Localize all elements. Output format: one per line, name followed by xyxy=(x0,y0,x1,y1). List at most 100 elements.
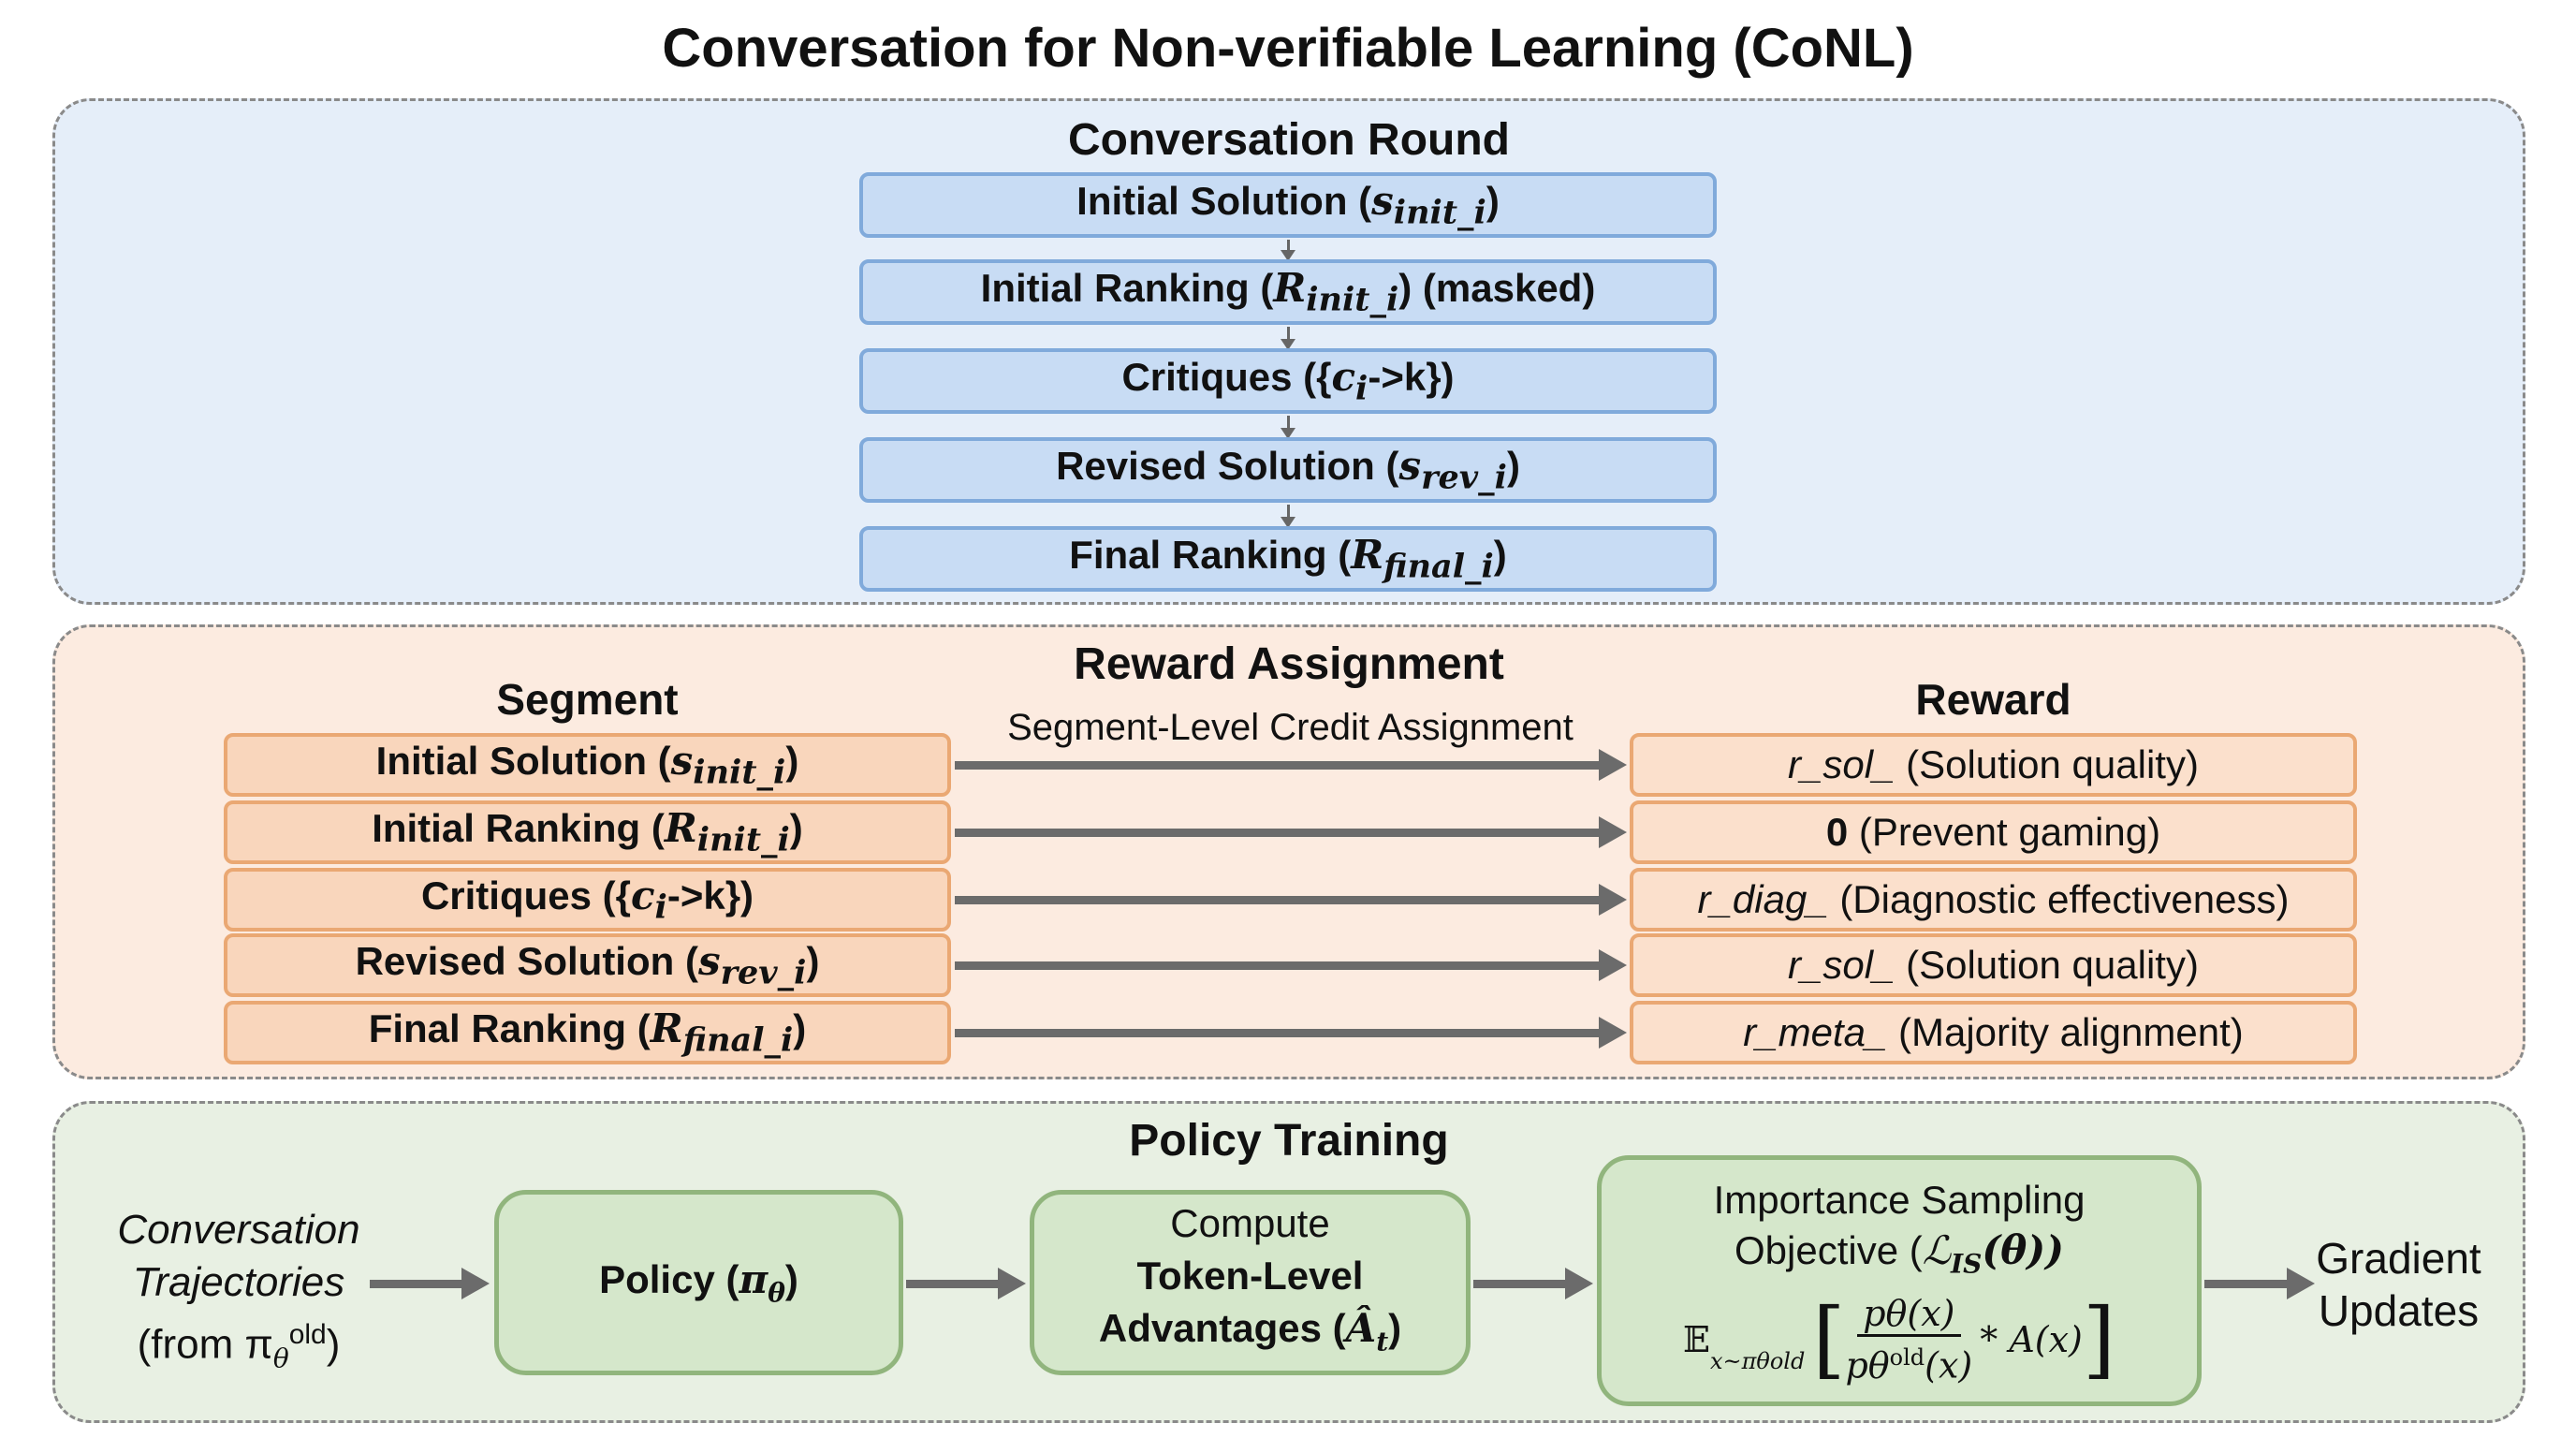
policy-box: Policy (πθ) xyxy=(494,1190,903,1375)
credit-arrow xyxy=(955,1017,1627,1049)
step-arrow xyxy=(1281,416,1295,439)
ratio-denominator: pθold(x) xyxy=(1845,1337,1972,1387)
input-sub: θ xyxy=(272,1343,289,1374)
output-line-2: Updates xyxy=(2318,1286,2480,1335)
diagram-title: Conversation for Non-verifiable Learning… xyxy=(662,18,1914,79)
reward-box: 0 (Prevent gaming) xyxy=(1630,800,2357,864)
reward-key: r_sol_ xyxy=(1788,943,1895,987)
label-text: Critiques ({ xyxy=(420,873,631,918)
math-subscript: init_i xyxy=(693,753,786,792)
math-subscript: rev_i xyxy=(720,953,807,992)
expectation-sub: x~πθold xyxy=(1709,1348,1806,1375)
policy-training-heading: Policy Training xyxy=(1129,1116,1449,1166)
compute-line-3-text: Advantages ( xyxy=(1098,1305,1346,1350)
math-subscript: final_i xyxy=(1383,547,1494,586)
arrow-to-policy xyxy=(370,1268,490,1299)
math-symbol: R xyxy=(1273,265,1307,312)
compute-advantages-box: Compute Token-Level Advantages (Ât) xyxy=(1030,1190,1471,1375)
advantage-symbol: Â xyxy=(1345,1304,1377,1351)
conversation-step: Initial Solution (sinit_i) xyxy=(859,172,1717,238)
arrow-to-compute xyxy=(906,1268,1026,1299)
reward-key: r_meta_ xyxy=(1743,1010,1888,1054)
math-symbol: c xyxy=(630,873,655,919)
label-suffix: ) xyxy=(1506,444,1520,489)
segment-box: Initial Ranking (Rinit_i) xyxy=(224,800,951,864)
math-subscript: i xyxy=(654,888,667,927)
math-subscript: rev_i xyxy=(1421,458,1507,497)
input-sup: old xyxy=(288,1319,327,1350)
label-suffix: ) xyxy=(793,1006,807,1051)
conversation-step: Revised Solution (srev_i) xyxy=(859,437,1717,503)
math-symbol: s xyxy=(1371,178,1394,225)
advantage-term: * A(x) xyxy=(1980,1319,2083,1361)
policy-sub: θ xyxy=(768,1277,785,1309)
label-suffix: ) xyxy=(1493,533,1507,578)
compute-line-3: Advantages (Ât) xyxy=(1098,1304,1402,1357)
label-suffix: ) xyxy=(1486,179,1500,224)
is-line-2: Objective (ℒIS(θ)) xyxy=(1734,1225,2064,1289)
step-arrow xyxy=(1281,327,1295,350)
math-symbol: c xyxy=(1331,354,1356,401)
label-text: Initial Solution ( xyxy=(375,739,671,784)
segment-box: Final Ranking (Rfinal_i) xyxy=(224,1001,951,1064)
arrow-to-objective xyxy=(1473,1268,1593,1299)
reward-assignment-heading: Reward Assignment xyxy=(1074,639,1504,689)
math-subscript: final_i xyxy=(682,1020,794,1060)
label-text: Initial Solution ( xyxy=(1076,179,1372,224)
label-suffix: ) (masked) xyxy=(1398,266,1596,311)
reward-description: (Majority alignment) xyxy=(1887,1010,2244,1054)
policy-label: Policy ( xyxy=(599,1257,739,1302)
reward-box: r_meta_ (Majority alignment) xyxy=(1630,1001,2357,1064)
policy-symbol: π xyxy=(739,1256,768,1303)
math-symbol: R xyxy=(664,805,697,852)
math-symbol: s xyxy=(1398,443,1422,490)
loss-sub: IS xyxy=(1951,1248,1983,1280)
gradient-updates-output: Gradient Updates xyxy=(2293,1232,2504,1337)
credit-assignment-label: Segment-Level Credit Assignment xyxy=(1007,707,1573,748)
compute-line-1: Compute xyxy=(1170,1200,1330,1245)
step-arrow xyxy=(1281,240,1295,261)
is-line-2-text: Objective ( xyxy=(1734,1227,1923,1272)
label-text: Final Ranking ( xyxy=(1069,533,1352,578)
conversation-round-heading: Conversation Round xyxy=(1067,115,1510,165)
math-symbol: R xyxy=(650,1005,683,1052)
reward-key: 0 xyxy=(1825,810,1849,854)
advantage-sub: t xyxy=(1376,1326,1389,1357)
input-line-3-text: (from π xyxy=(137,1321,273,1368)
compute-line-2: Token-Level xyxy=(1136,1253,1364,1298)
den-arg: (x) xyxy=(1925,1345,1973,1387)
label-text: Final Ranking ( xyxy=(368,1006,651,1051)
segment-box: Initial Solution (sinit_i) xyxy=(224,733,951,797)
reward-header: Reward xyxy=(1915,675,2071,724)
label-text: Revised Solution ( xyxy=(355,939,698,984)
output-line-1: Gradient xyxy=(2316,1234,2481,1283)
label-text: Initial Ranking ( xyxy=(372,806,665,851)
credit-arrow xyxy=(955,949,1627,981)
label-suffix: ) xyxy=(785,739,799,784)
trajectories-input: Conversation Trajectories (from πθold) xyxy=(89,1204,388,1385)
reward-box: r_sol_ (Solution quality) xyxy=(1630,933,2357,997)
label-suffix: ->k}) xyxy=(666,873,754,918)
importance-sampling-box: Importance Sampling Objective (ℒIS(θ)) 𝔼… xyxy=(1597,1155,2202,1406)
math-subscript: i xyxy=(1355,369,1368,408)
expectation-symbol: 𝔼 xyxy=(1683,1319,1710,1361)
reward-key: r_sol_ xyxy=(1788,742,1895,786)
label-suffix: ) xyxy=(806,939,820,984)
conversation-step: Initial Ranking (Rinit_i) (masked) xyxy=(859,259,1717,325)
input-line-3: (from πθold) xyxy=(137,1319,341,1374)
credit-arrow xyxy=(955,816,1627,848)
den-base: pθ xyxy=(1845,1345,1890,1387)
den-sup: old xyxy=(1889,1344,1925,1372)
credit-arrow xyxy=(955,749,1627,781)
loss-symbol: ℒ xyxy=(1922,1226,1951,1273)
label-suffix: ) xyxy=(789,806,803,851)
conversation-step: Critiques ({ci->k}) xyxy=(859,348,1717,414)
math-subscript: init_i xyxy=(1306,280,1399,319)
segment-box: Revised Solution (srev_i) xyxy=(224,933,951,997)
is-line-1: Importance Sampling xyxy=(1713,1177,2086,1222)
loss-arg: (θ)) xyxy=(1982,1226,2064,1273)
segment-box: Critiques ({ci->k}) xyxy=(224,868,951,932)
input-line-1: Conversation xyxy=(117,1207,360,1253)
conversation-step: Final Ranking (Rfinal_i) xyxy=(859,526,1717,592)
reward-box: r_diag_ (Diagnostic effectiveness) xyxy=(1630,868,2357,932)
